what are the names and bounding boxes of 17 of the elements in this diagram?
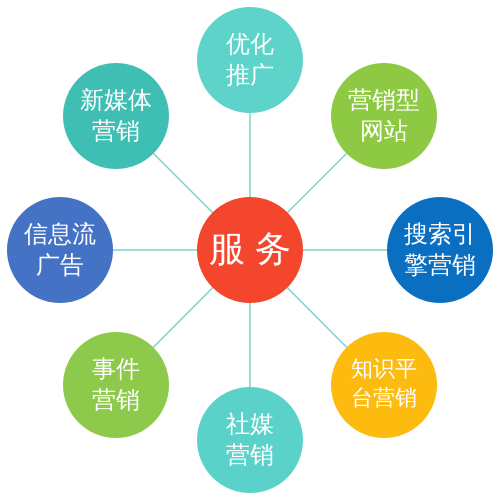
connector-line	[113, 249, 197, 251]
circle-label: 服务	[208, 228, 301, 272]
connector-line	[249, 303, 251, 387]
circle-label: 事件营销	[91, 354, 141, 416]
connector-line	[286, 152, 348, 214]
connector-line	[152, 287, 214, 348]
circle-label: 信息流广告	[23, 218, 97, 281]
connector-line	[152, 152, 214, 214]
circle-label: 知识平台营销	[350, 356, 418, 413]
connector-line	[249, 113, 251, 197]
connector-line	[286, 287, 348, 348]
connector-line	[303, 249, 387, 251]
circle-label: 新媒体营销	[79, 84, 153, 147]
circle-label: 优化推广	[225, 28, 275, 91]
circle-label: 搜索引擎营销	[403, 218, 477, 281]
circle-label: 社媒营销	[225, 408, 275, 471]
circle-label: 营销型网站	[347, 84, 421, 147]
